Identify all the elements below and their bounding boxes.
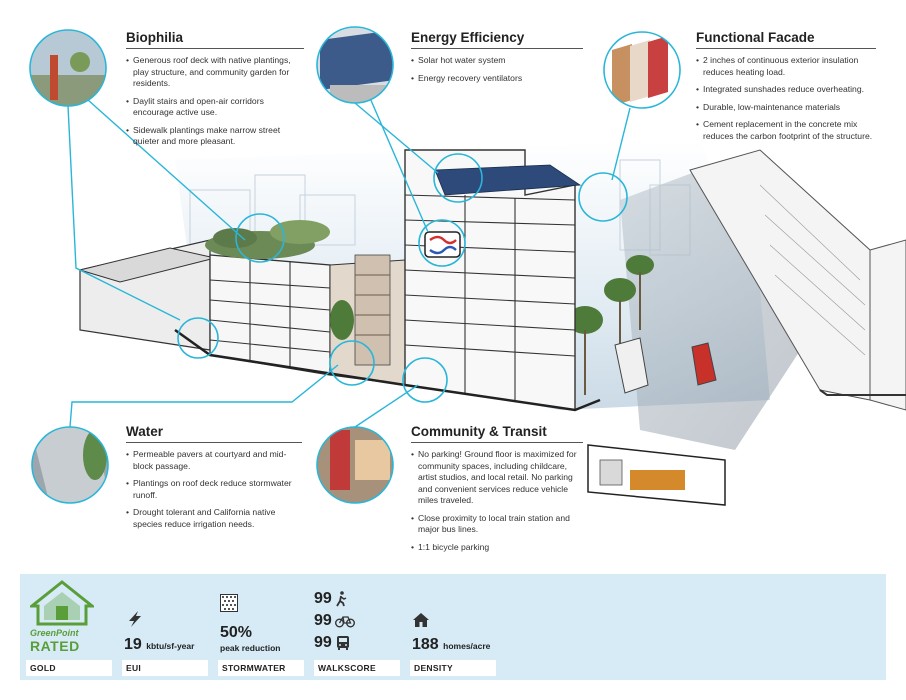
inset-water [32,427,108,503]
list-item: 1:1 bicycle parking [411,542,583,554]
list-item: Integrated sunshades reduce overheating. [696,84,876,96]
bus-icon [336,636,349,650]
density-label: DENSITY [410,660,496,676]
facade-title: Functional Facade [696,30,876,49]
list-item: Close proximity to local train station a… [411,513,583,536]
list-item: Durable, low-maintenance materials [696,102,876,114]
biophilia-title: Biophilia [126,30,304,49]
density-unit: homes/acre [443,641,491,651]
home-icon [413,613,429,627]
walk-score-value: 99 [314,590,332,607]
list-item: Plantings on roof deck reduce stormwater… [126,478,302,501]
bike-score-value: 99 [314,612,332,629]
list-item: No parking! Ground floor is maximized fo… [411,449,583,507]
greenpoint-logo-line1: GreenPoint [30,628,79,638]
gold-label: GOLD [26,660,112,676]
stat-eui: 19 kbtu/sf-year EUI [122,574,210,680]
biophilia-panel: Biophilia Generous roof deck with native… [126,30,304,154]
walking-person-icon [336,591,347,607]
walkscore-label: WALKSCORE [314,660,400,676]
solar-panels [434,164,582,196]
inset-facade [604,32,680,108]
water-panel: Water Permeable pavers at courtyard and … [126,424,302,536]
stormwater-label: STORMWATER [218,660,304,676]
energy-title: Energy Efficiency [411,30,583,49]
inset-energy [317,27,393,103]
eui-unit: kbtu/sf-year [146,641,195,651]
facade-panel: Functional Facade 2 inches of continuous… [696,30,876,148]
density-value: 188 [412,636,439,653]
inset-biophilia [30,30,106,106]
list-item: Cement replacement in the concrete mix r… [696,119,876,142]
buses [614,337,717,394]
inset-community [317,427,393,503]
roof-garden [205,220,330,259]
community-title: Community & Transit [411,424,583,443]
bicycle-icon [334,616,355,628]
greenpoint-logo-line2: RATED [30,638,80,654]
stat-stormwater: 50% peak reduction STORMWATER [218,574,306,680]
greenpoint-house-icon [30,580,94,626]
list-item: 2 inches of continuous exterior insulati… [696,55,876,78]
stormwater-value: 50% [220,624,253,641]
ground-line [174,328,601,412]
callout-targets [177,153,628,403]
callout-lines [67,97,631,428]
stats-bar: GreenPoint RATED GOLD 19 kbtu/sf-year EU… [20,574,886,680]
energy-panel: Energy Efficiency Solar hot water system… [411,30,583,90]
list-item: Permeable pavers at courtyard and mid-bl… [126,449,302,472]
list-item: Energy recovery ventilators [411,73,583,85]
list-item: Daylit stairs and open-air corridors enc… [126,96,304,119]
list-item: Sidewalk plantings make narrow street qu… [126,125,304,148]
stormwater-unit: peak reduction [220,643,281,653]
eui-label: EUI [122,660,208,676]
right-buildings [689,149,906,411]
lightning-icon [129,611,141,627]
palm-trees [330,255,654,340]
community-panel: Community & Transit No parking! Ground f… [411,424,583,559]
street [620,170,820,450]
eui-value: 19 [124,636,142,653]
stat-density: 188 homes/acre DENSITY [410,574,498,680]
erv-badge-icon [424,231,461,258]
stat-gold: GreenPoint RATED GOLD [26,574,114,680]
list-item: Drought tolerant and California native s… [126,507,302,530]
permeable-grid-icon [220,594,238,612]
water-title: Water [126,424,302,443]
list-item: Generous roof deck with native plantings… [126,55,304,90]
stat-walkscore: 99 99 99 WALKSCORE [314,574,402,680]
transit-score-value: 99 [314,634,332,651]
list-item: Solar hot water system [411,55,583,67]
section-detail [587,444,726,506]
